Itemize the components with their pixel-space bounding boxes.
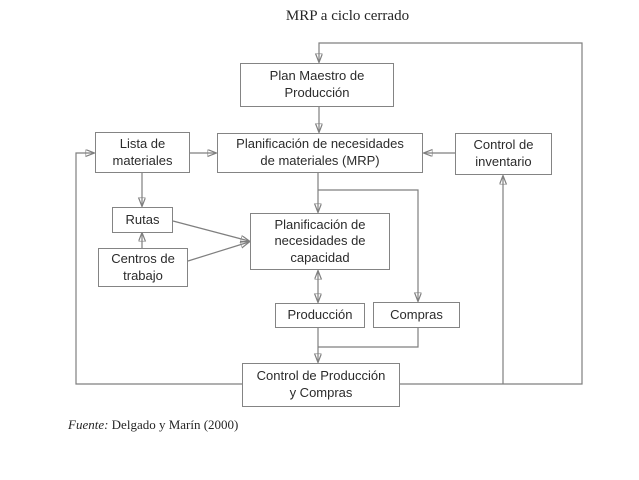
edge-mrp-to-compras bbox=[318, 189, 418, 301]
node-compras: Compras bbox=[373, 302, 460, 328]
source-caption: Fuente: Delgado y Marín (2000) bbox=[68, 417, 238, 433]
node-rutas: Rutas bbox=[112, 207, 173, 233]
source-caption-text: Delgado y Marín (2000) bbox=[111, 417, 239, 432]
diagram-title: MRP a ciclo cerrado bbox=[285, 8, 410, 24]
node-control-produccion-compras: Control de Producción y Compras bbox=[242, 363, 400, 407]
node-control-inventario: Control de inventario bbox=[455, 133, 552, 175]
edge-compras-merge-line bbox=[318, 328, 419, 348]
edge-feedback-right-to-plan-maestro bbox=[319, 42, 583, 385]
node-centros-trabajo: Centros de trabajo bbox=[98, 248, 188, 287]
node-mrp: Planificación de necesidades de material… bbox=[217, 133, 423, 173]
edge-centros-to-capacidad bbox=[187, 242, 249, 262]
node-plan-maestro: Plan Maestro de Producción bbox=[240, 63, 394, 107]
edge-feedback-left-to-lista bbox=[75, 153, 242, 385]
source-caption-label: Fuente: bbox=[68, 417, 109, 432]
node-capacidad: Planificación de necesidades de capacida… bbox=[250, 213, 390, 270]
edge-rutas-to-capacidad bbox=[172, 220, 249, 241]
node-produccion: Producción bbox=[275, 303, 365, 328]
node-lista-materiales: Lista de materiales bbox=[95, 132, 190, 173]
